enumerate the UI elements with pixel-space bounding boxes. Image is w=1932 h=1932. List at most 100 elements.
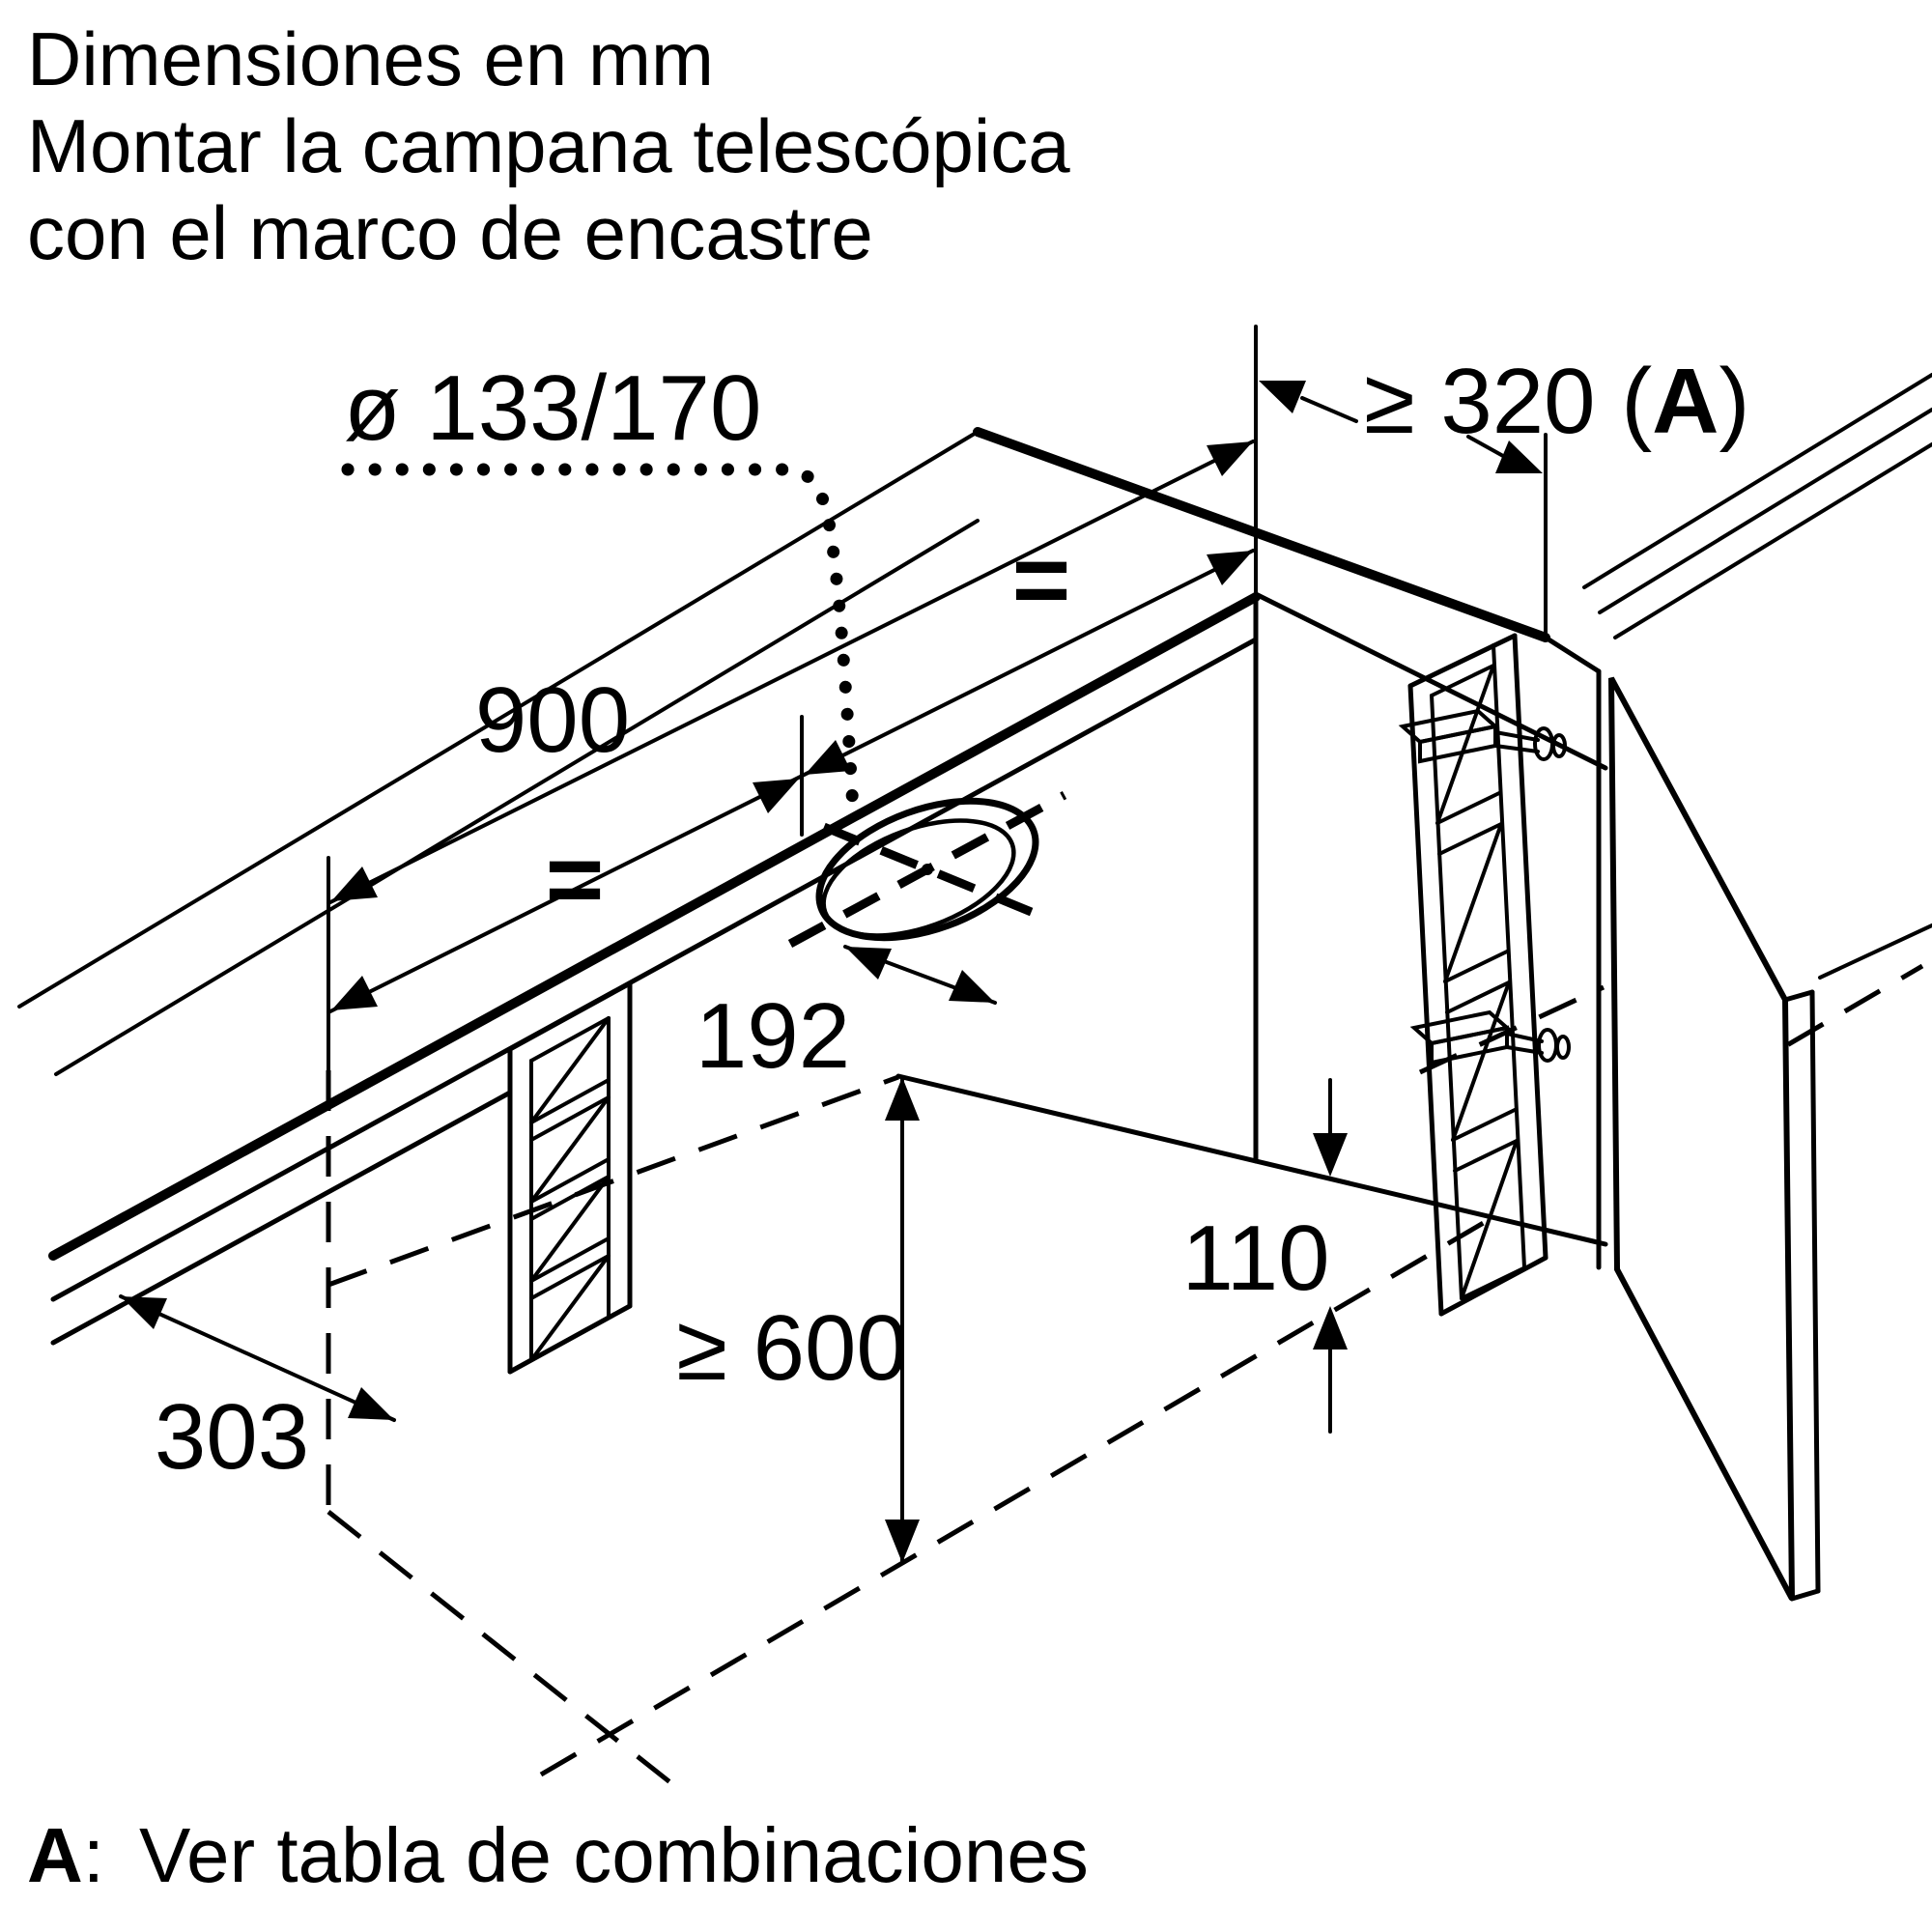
dim-900 <box>327 325 1258 1072</box>
window-strut <box>1451 980 1511 1142</box>
window-strut <box>1460 1139 1519 1300</box>
window-line <box>529 1016 611 1063</box>
dim-line-900 <box>327 440 1255 905</box>
wall-distance-prefix: ≥ 320 ( <box>1364 350 1652 453</box>
wall-lines <box>17 373 1932 1076</box>
dim-320 <box>1259 381 1548 641</box>
frame-windows <box>1430 664 1525 1300</box>
hole-offset-label: 192 <box>696 984 850 1088</box>
arrowhead <box>949 970 995 1003</box>
dim-303 <box>119 1294 396 1422</box>
arrowhead <box>845 947 892 980</box>
screw-shaft <box>1505 1045 1544 1055</box>
worktop-clearance-label: ≥ 600 <box>676 1296 908 1400</box>
hood-housing <box>895 427 1608 1270</box>
hidden-diagonal-up-left <box>327 1074 899 1288</box>
frame-left-rail-inner <box>1430 694 1463 1300</box>
screw-shaft <box>1505 1032 1544 1043</box>
dim-110 <box>1313 1078 1348 1434</box>
wall-distance-label: ≥ 320 (A) <box>1364 350 1749 453</box>
cabinet-front-opening-face <box>1256 594 1599 1242</box>
arrowhead <box>1207 441 1253 476</box>
slab-front-top-edge <box>48 592 1261 1261</box>
hole-centerline-depth <box>822 822 1036 918</box>
window-strut <box>529 1254 611 1362</box>
hidden-diagonal-down-left <box>327 1510 678 1789</box>
arrowhead <box>1259 381 1306 413</box>
hole-inner-rim <box>821 818 1016 938</box>
side-wall-line-3 <box>1613 442 1932 639</box>
window-strut <box>1443 822 1503 983</box>
cabinet-front-top-edge <box>1253 591 1608 771</box>
window-line <box>529 1095 611 1142</box>
slab-front-bottom-edge <box>50 637 1259 1302</box>
cabinet-rear-top-edge <box>973 427 1550 642</box>
mounting-frame-left <box>507 980 633 1375</box>
vent-hole <box>787 791 1067 948</box>
frame-left-rail-outer <box>1407 683 1444 1317</box>
screw-head <box>1551 733 1567 758</box>
frame-windows <box>529 1016 611 1362</box>
hole-diameter-label: ø 133/170 <box>344 356 761 460</box>
dim-line <box>119 1294 396 1422</box>
frame-top-edge <box>507 980 633 1052</box>
cabinet-top-right-edge <box>1543 635 1602 674</box>
equal-mark-right: = <box>1012 525 1071 637</box>
bottom-gap-label: 110 <box>1181 1207 1329 1310</box>
screw-icon <box>1505 1028 1571 1063</box>
arrowhead <box>805 740 851 775</box>
arrowhead <box>1313 1306 1348 1350</box>
screw-head <box>1555 1035 1571 1060</box>
window-line <box>529 1316 611 1362</box>
side-wall-line-1 <box>1582 373 1932 589</box>
wall-distance-reference: A <box>1652 350 1719 453</box>
window-line <box>529 1236 611 1283</box>
labels: Dimensiones en mm Montar la campana tele… <box>27 16 1749 1898</box>
window-line <box>529 1157 611 1204</box>
window-line <box>1435 791 1501 825</box>
side-depth-label: 303 <box>155 1385 309 1489</box>
arrowhead <box>1207 551 1253 585</box>
window-strut <box>1435 664 1495 825</box>
footnote-separator: : <box>83 1812 104 1898</box>
arrowhead <box>348 1387 394 1420</box>
screw-shaft <box>1493 744 1540 753</box>
leader-line <box>1300 396 1358 423</box>
frame-right-rail-outer <box>1512 633 1548 1261</box>
equal-mark-left: = <box>546 824 605 936</box>
window-line <box>1443 950 1509 983</box>
window-line <box>529 1175 611 1221</box>
frame-right-rail-inner <box>1492 643 1526 1269</box>
shelf-slab <box>48 592 1261 1346</box>
screw-shaft <box>1493 730 1540 742</box>
window-line <box>1437 822 1503 856</box>
side-wall-line-2 <box>1598 408 1932 614</box>
arrowhead <box>1495 440 1543 473</box>
window-line <box>1460 1266 1525 1300</box>
leader-line <box>1466 435 1505 458</box>
rear-wall-line-lower <box>54 519 980 1076</box>
dim-192 <box>843 945 997 1005</box>
arrowhead <box>331 976 378 1010</box>
window-line <box>1451 1108 1517 1142</box>
door-thickness-top <box>1782 989 1815 1003</box>
arrowhead <box>121 1296 167 1329</box>
window-strut <box>529 1095 611 1204</box>
arrowhead <box>885 1520 920 1563</box>
mounting-frame-right <box>1398 633 1571 1317</box>
frame-top-edge <box>1407 633 1518 689</box>
door-thickness-bottom <box>1789 1588 1821 1602</box>
window-line <box>1453 1139 1519 1173</box>
door-panel-face <box>1611 678 1792 1599</box>
arrowhead <box>331 867 378 901</box>
window-strut <box>529 1016 611 1124</box>
hood-bottom-front-edge <box>895 1073 1608 1247</box>
door-thickness-edge <box>1809 989 1821 1594</box>
side-wall-bottom-edge <box>1818 923 1932 980</box>
window-line <box>529 1078 611 1124</box>
arrowhead <box>885 1077 920 1121</box>
worktop-hidden-edge <box>1418 984 1605 1075</box>
title-line-3: con el marco de encastre <box>27 190 873 275</box>
window-line <box>1445 980 1511 1014</box>
